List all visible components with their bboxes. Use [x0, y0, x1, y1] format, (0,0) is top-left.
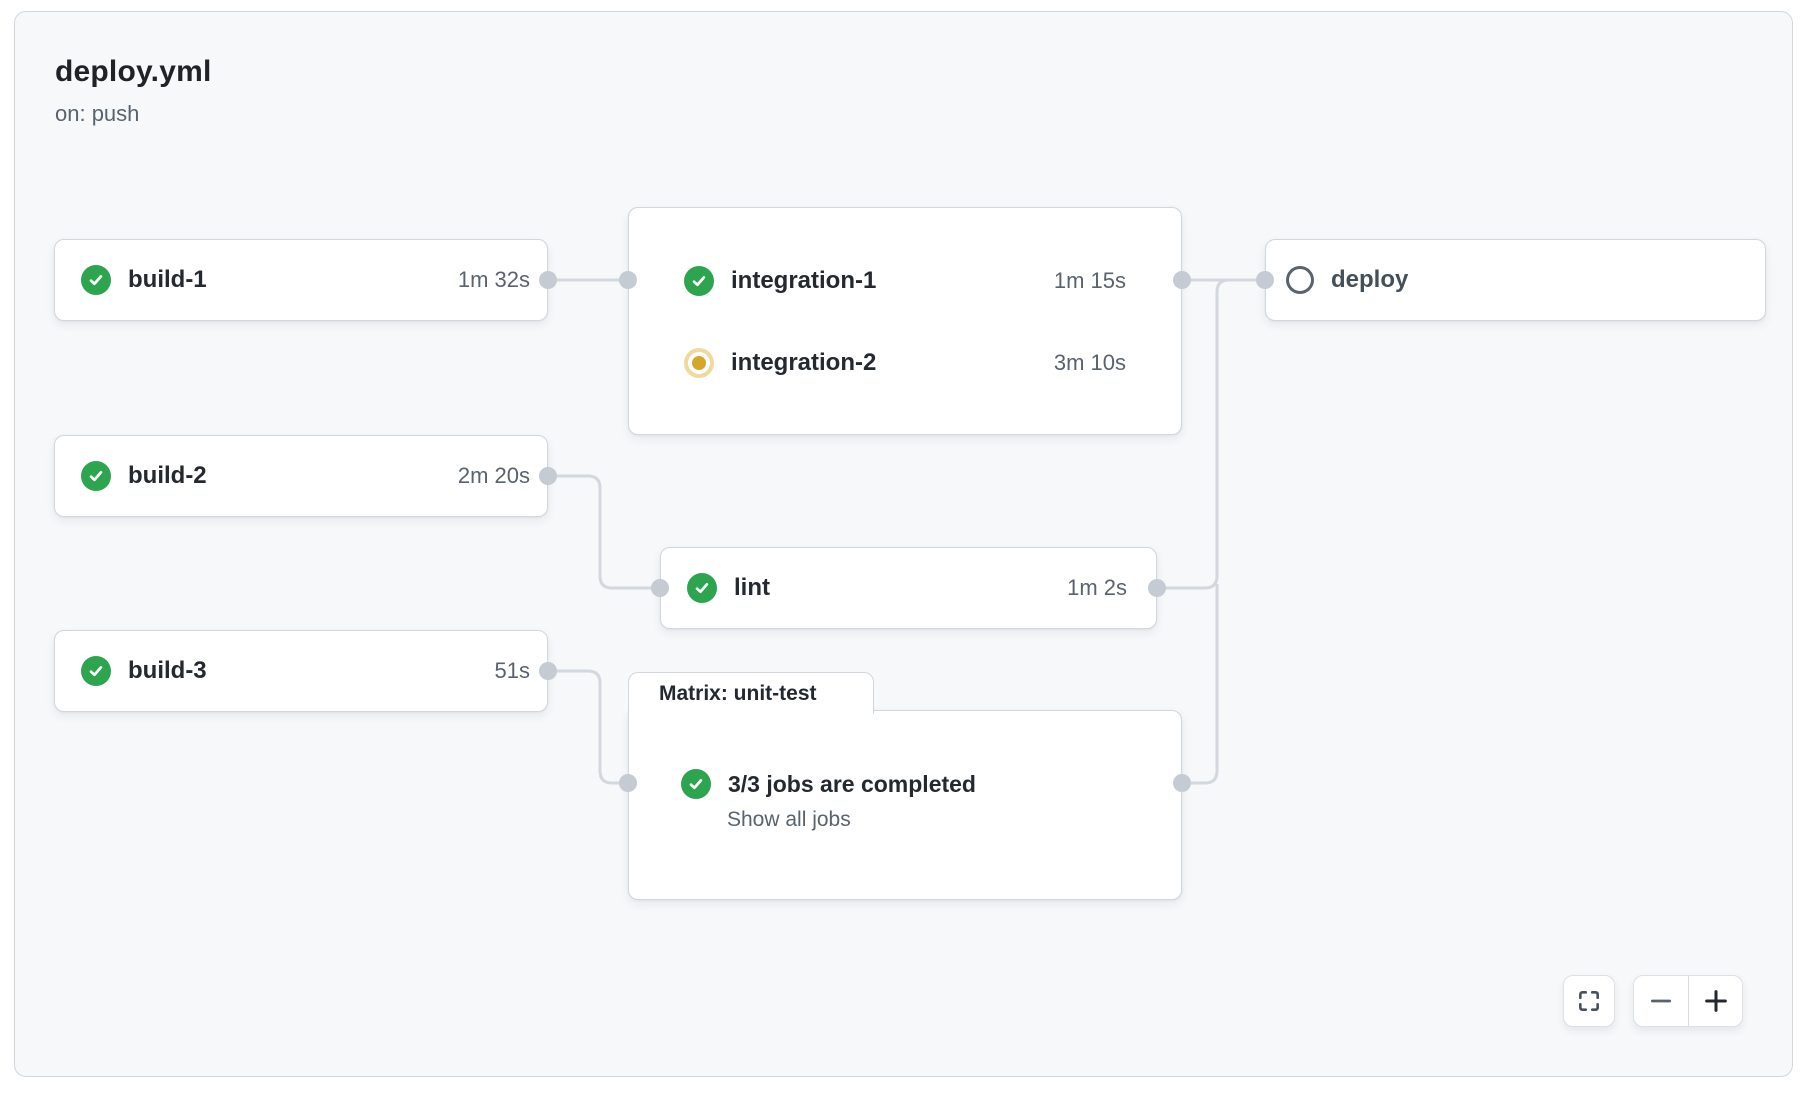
zoom-out-button[interactable]: [1634, 976, 1688, 1026]
job-duration: 1m 32s: [457, 267, 530, 292]
success-check-icon: [81, 461, 111, 491]
workflow-trigger: on: push: [55, 101, 140, 126]
matrix-group-label: Matrix: unit-test: [659, 681, 817, 705]
plus-icon: [1704, 990, 1727, 1012]
success-check-icon: [687, 573, 717, 603]
job-name: lint: [734, 574, 770, 601]
job-node-build-1[interactable]: build-1 1m 32s: [54, 239, 548, 321]
success-check-icon: [681, 769, 711, 799]
workflow-title: deploy.yml: [55, 55, 212, 88]
success-check-icon: [81, 265, 111, 295]
job-name: build-2: [128, 462, 207, 489]
workflow-graph-panel: [14, 11, 1793, 1077]
zoom-controls: [1633, 975, 1743, 1027]
fullscreen-icon: [1579, 991, 1599, 1011]
matrix-group-tab: Matrix: unit-test: [628, 672, 874, 714]
job-name: build-3: [128, 657, 207, 684]
job-duration: 3m 10s: [1053, 350, 1126, 375]
job-node-build-3[interactable]: build-3 51s: [54, 630, 548, 712]
job-node-matrix-unit-test[interactable]: 3/3 jobs are completed: [628, 710, 1182, 900]
zoom-in-button[interactable]: [1688, 976, 1742, 1026]
job-duration: 2m 20s: [457, 463, 530, 488]
pending-circle-icon: [1286, 266, 1314, 294]
job-duration: 1m 15s: [1053, 268, 1126, 293]
job-node-deploy[interactable]: deploy: [1265, 239, 1766, 321]
fullscreen-button[interactable]: [1563, 975, 1615, 1027]
job-node-lint[interactable]: lint 1m 2s: [660, 547, 1157, 629]
success-check-icon: [684, 266, 714, 296]
job-duration: 1m 2s: [1067, 575, 1127, 600]
in-progress-icon: [684, 348, 714, 378]
job-name: deploy: [1331, 266, 1409, 293]
job-group-integration: integration-1 1m 15s integration-2 3m 10…: [628, 207, 1182, 435]
job-name: integration-2: [731, 349, 877, 376]
job-name: integration-1: [731, 267, 877, 294]
matrix-summary: 3/3 jobs are completed: [728, 770, 976, 797]
job-node-integration-1[interactable]: integration-1 1m 15s: [629, 240, 1181, 322]
show-all-jobs-link[interactable]: Show all jobs: [727, 808, 851, 831]
job-name: build-1: [128, 266, 207, 293]
success-check-icon: [81, 656, 111, 686]
job-duration: 51s: [494, 658, 530, 683]
minus-icon: [1650, 999, 1672, 1003]
job-node-build-2[interactable]: build-2 2m 20s: [54, 435, 548, 517]
job-node-integration-2[interactable]: integration-2 3m 10s: [629, 322, 1181, 404]
